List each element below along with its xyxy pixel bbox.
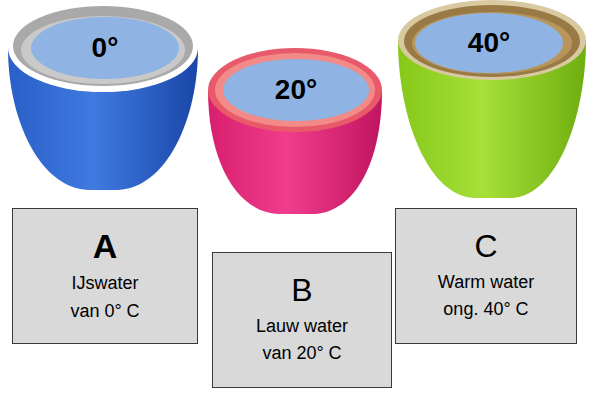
temperature-label: 0° — [30, 16, 180, 80]
water-box: B Lauw water van 20° C — [212, 252, 392, 388]
pink-bowl — [208, 48, 382, 214]
temperature-text: 0° — [92, 32, 119, 64]
blue-bowl — [8, 4, 198, 190]
box-description: IJswater van 0° C — [58, 270, 153, 326]
temperature-text: 40° — [468, 27, 510, 59]
water-box: C Warm water ong. 40° C — [395, 208, 577, 344]
box-description: Lauw water van 20° C — [243, 313, 361, 369]
box-letter: A — [93, 227, 118, 266]
box-letter: B — [291, 272, 312, 309]
water-box: A IJswater van 0° C — [12, 208, 198, 344]
temperature-label: 40° — [414, 12, 564, 74]
box-description: Warm water ong. 40° C — [425, 269, 547, 325]
box-letter: C — [474, 228, 497, 265]
temperature-text: 20° — [275, 74, 317, 106]
temperature-label: 20° — [222, 58, 370, 122]
green-bowl — [398, 0, 586, 198]
